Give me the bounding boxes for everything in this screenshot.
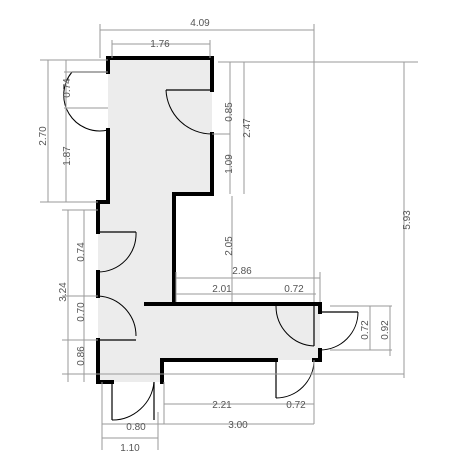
doors <box>63 71 359 421</box>
dim-bottom-inner: 2.21 <box>212 400 232 411</box>
dim-corridor-height: 2.05 <box>224 236 235 256</box>
door-right <box>319 311 359 351</box>
door-left-mid <box>97 231 137 273</box>
door-bottom-left <box>111 381 155 421</box>
dim-bottom-left: 1.10 <box>120 443 140 454</box>
dim-left-door-low: 0.70 <box>76 302 87 322</box>
dimension-labels: 4.09 1.76 0.74 2.70 1.87 0.85 2.47 1.09 … <box>38 18 413 454</box>
dim-left-door-top: 0.74 <box>62 78 73 98</box>
dim-corridor-inner: 2.01 <box>212 284 232 295</box>
walls <box>96 56 322 384</box>
door-inner-corridor <box>275 305 315 347</box>
dim-inner-right-height: 2.47 <box>242 118 253 138</box>
door-top-inner <box>165 89 213 135</box>
dim-inner-door-top: 0.85 <box>224 102 235 122</box>
door-left-low <box>97 295 137 341</box>
dim-left-lower: 3.24 <box>58 282 69 302</box>
dim-corridor-width: 2.86 <box>232 266 252 277</box>
floor-area <box>98 58 320 382</box>
dim-left-segment: 1.87 <box>62 146 73 166</box>
dim-bottom-door: 0.72 <box>286 400 306 411</box>
dim-left-upper: 2.70 <box>38 126 49 146</box>
dim-inner-segment: 1.09 <box>224 154 235 174</box>
dim-left-door-mid: 0.74 <box>76 242 87 262</box>
dim-opening-top: 0.72 <box>284 284 304 295</box>
dim-bottom-door-left: 0.80 <box>126 422 146 433</box>
dim-right-door: 0.72 <box>360 320 371 340</box>
dim-overall-width: 4.09 <box>190 18 210 29</box>
dim-overall-height: 5.93 <box>402 210 413 230</box>
dimension-lines <box>40 24 418 450</box>
dim-bottom-total: 3.00 <box>228 420 248 431</box>
door-bottom-right <box>275 359 315 399</box>
dim-top-width: 1.76 <box>150 39 170 50</box>
dim-left-bottom: 0.86 <box>76 346 87 366</box>
dim-right-height: 0.92 <box>380 320 391 340</box>
